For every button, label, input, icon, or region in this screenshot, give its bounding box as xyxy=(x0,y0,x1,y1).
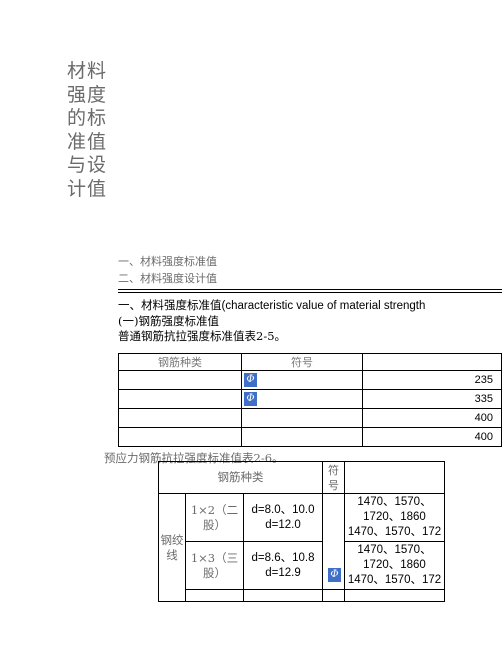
kind-cell xyxy=(118,427,242,447)
section-body: 一、材料强度标准值(characteristic value of materi… xyxy=(118,298,425,344)
toc-item-standard-values[interactable]: 一、材料强度标准值 xyxy=(118,255,217,268)
symbol-cell: Φ xyxy=(240,370,364,390)
strength-cell: 1470、1570、 1720、1860 1470、1570、172 xyxy=(344,493,445,542)
strength-line: 1720、1860 xyxy=(363,511,426,523)
title-line: 计值 xyxy=(67,177,108,200)
kind-cell xyxy=(118,389,242,409)
symbol-cell: Φ xyxy=(322,493,345,590)
toc-item-design-values[interactable]: 二、材料强度设计值 xyxy=(118,272,217,285)
header-kind: 钢筋种类 xyxy=(158,461,323,494)
kind-cell xyxy=(118,370,242,390)
table-row: 1×3（三 股） d=8.6、10.8 d=12.9 1470、1570、 17… xyxy=(159,541,445,590)
title-line: 材料 xyxy=(67,60,108,82)
value-cell: 335 xyxy=(362,389,502,409)
title-line: 的标 xyxy=(67,107,108,129)
subsection-heading: (一)钢筋强度标准值 xyxy=(118,314,219,328)
header-cell: 符号 xyxy=(240,353,364,371)
symbol-cell: Φ xyxy=(240,389,364,409)
value-cell: 400 xyxy=(362,427,502,447)
table-row: 400 xyxy=(118,408,502,428)
section-heading: 一、材料强度标准值(characteristic value of materi… xyxy=(118,298,425,314)
header-cell: 钢筋种类 xyxy=(118,353,242,371)
title-line: 与设 xyxy=(67,154,108,176)
symbol-cell xyxy=(240,408,364,428)
table-row xyxy=(159,589,445,602)
spec-cell xyxy=(185,589,244,602)
group-label: 钢绞 线 xyxy=(158,493,186,602)
table-header-row: 钢筋种类 符 号 xyxy=(158,461,445,494)
table-row: Φ 335 xyxy=(118,389,502,409)
strength-line: 1470、1570、172 xyxy=(347,574,442,586)
diameter-cell: d=8.0、10.0 d=12.0 xyxy=(243,493,323,542)
table-of-contents: 一、材料强度标准值 二、材料强度设计值 xyxy=(118,253,217,287)
value-cell: 235 xyxy=(362,370,502,390)
divider-top xyxy=(118,289,502,290)
prestressed-steel-table: 钢筋种类 符 号 钢绞 线 1×2（二 股） d=8.0、10.0 d=12.0… xyxy=(158,461,445,602)
strength-line: 1470、1570、 xyxy=(357,496,432,508)
strength-line: 1470、1570、172 xyxy=(347,526,442,538)
symbol-cell xyxy=(322,589,345,602)
steel-symbol-icon: Φ xyxy=(328,567,341,582)
table-row: 400 xyxy=(118,427,502,447)
steel-symbol-icon: Φ xyxy=(243,392,257,406)
title-line: 准值 xyxy=(67,130,108,153)
strength-line: 1470、1570、 xyxy=(357,544,432,556)
ordinary-steel-table: 钢筋种类 符号 Φ 235 Φ 335 400 400 xyxy=(118,353,502,447)
header-strength xyxy=(344,461,445,494)
strength-cell xyxy=(344,589,445,602)
table-row: 钢绞 线 1×2（二 股） d=8.0、10.0 d=12.0 Φ 1470、1… xyxy=(158,493,445,602)
document-title: 材料 强度 的标 准值 与设 计值 xyxy=(67,60,115,201)
section-heading-en: (characteristic value of material streng… xyxy=(221,300,426,312)
kind-cell xyxy=(118,408,242,428)
diameter-cell xyxy=(243,589,323,602)
symbol-cell xyxy=(240,427,364,447)
value-cell: 400 xyxy=(362,408,502,428)
section-heading-cn: 一、材料强度标准值 xyxy=(118,298,222,312)
steel-symbol-icon: Φ xyxy=(243,373,257,387)
diameter-cell: d=8.6、10.8 d=12.9 xyxy=(243,541,323,590)
header-cell xyxy=(362,353,502,371)
divider-bottom xyxy=(118,292,502,293)
table-intro: 普通钢筋抗拉强度标准值表2-5。 xyxy=(118,329,287,343)
spec-cell: 1×3（三 股） xyxy=(185,541,244,590)
table-row: Φ 235 xyxy=(118,370,502,390)
strength-cell: 1470、1570、 1720、1860 1470、1570、172 xyxy=(344,541,445,590)
strength-line: 1720、1860 xyxy=(363,559,426,571)
title-line: 强度 xyxy=(67,83,108,106)
header-symbol: 符 号 xyxy=(322,461,345,494)
table-header-row: 钢筋种类 符号 xyxy=(118,353,502,371)
spec-cell: 1×2（二 股） xyxy=(185,493,244,542)
